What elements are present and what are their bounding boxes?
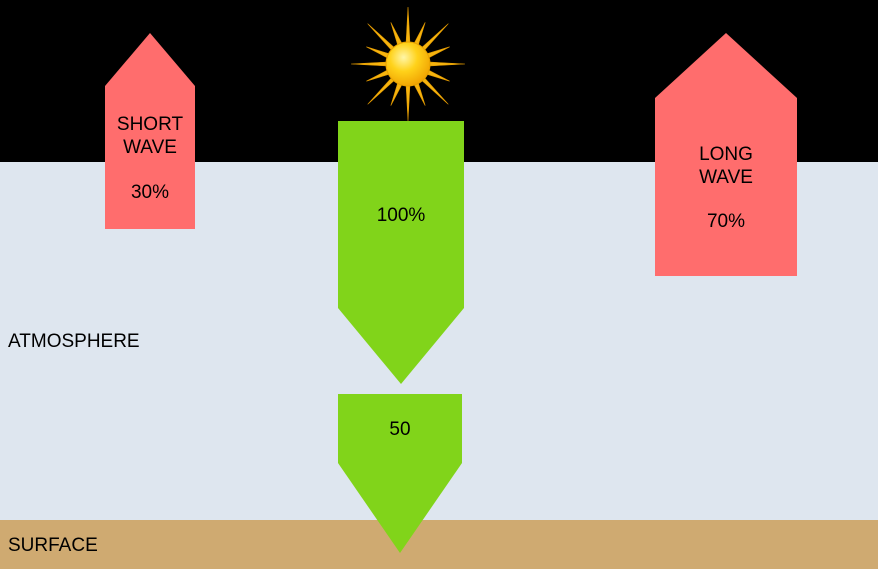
sun-ray (420, 76, 449, 105)
short-wave-arrow (105, 33, 195, 229)
incoming-solar-arrow (338, 121, 464, 384)
sun-ray (405, 83, 411, 122)
long-wave-value: 70% (706, 211, 746, 232)
sun-ray (367, 76, 396, 105)
incoming-value: 100% (376, 205, 426, 226)
short-wave-line2: WAVE (123, 137, 177, 158)
long-wave-arrow (655, 33, 797, 276)
surface-absorbed-arrow (338, 394, 462, 553)
sun-ray (405, 6, 411, 45)
sun-ray (427, 61, 466, 67)
sun-ray (367, 23, 396, 52)
sun-ray (350, 61, 389, 67)
short-wave-value: 30% (130, 182, 170, 203)
absorbed-value: 50 (389, 419, 411, 440)
surface-region (0, 520, 878, 569)
sun-icon (350, 6, 466, 122)
surface-label: SURFACE (8, 535, 98, 556)
short-wave-label: SHORT WAVE (105, 113, 195, 159)
long-wave-label: LONG WAVE (655, 143, 797, 189)
atmosphere-label: ATMOSPHERE (8, 331, 140, 352)
long-wave-line1: LONG (699, 144, 753, 165)
short-wave-line1: SHORT (116, 114, 184, 135)
sun-ray (420, 23, 449, 52)
long-wave-line2: WAVE (699, 167, 753, 188)
